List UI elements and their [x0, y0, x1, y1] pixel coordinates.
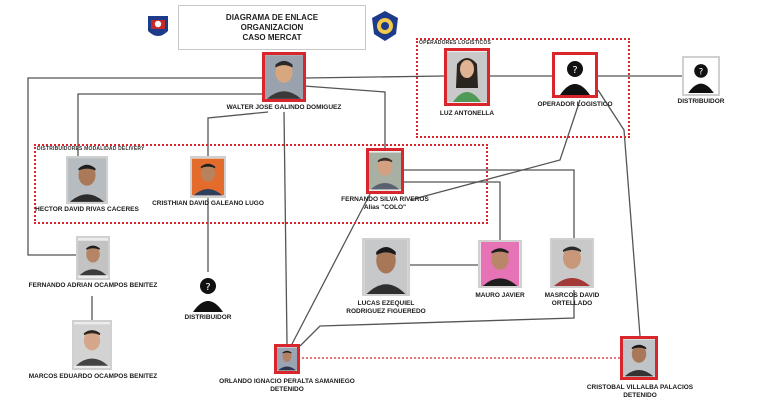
mauro-photo: [478, 240, 522, 288]
cristobal-photo: [620, 336, 658, 380]
luz-label: LUZ ANTONELLA: [439, 110, 495, 117]
fernando-adrian-label: FERNANDO ADRIAN OCAMPOS BENITEZ: [28, 282, 158, 289]
orlando-name: ORLANDO IGNACIO PERALTA SAMANIEGO: [219, 378, 355, 385]
marcos-david-name-2: ORTELLADO: [551, 300, 593, 307]
logistics-group: [416, 38, 630, 138]
fernando-adrian-photo: [76, 236, 110, 280]
svg-text:?: ?: [205, 282, 210, 293]
svg-text:?: ?: [572, 65, 577, 76]
fernando-silva-label: FERNANDO SILVA RIVEROS Alias "COLO": [341, 196, 429, 212]
hector-label: HECTOR DAVID RIVAS CACERES: [35, 206, 139, 213]
luz-photo: [444, 48, 490, 106]
lucas-name-2: RODRIGUEZ FIGUEREDO: [346, 308, 426, 315]
distribuidor-left-photo: ?: [188, 272, 228, 312]
delivery-group-label: DISTRIBUIDORES MODALIDAD DELIVERY: [37, 146, 145, 152]
title-line-3: CASO MERCAT: [242, 32, 302, 42]
orlando-label: ORLANDO IGNACIO PERALTA SAMANIEGO DETENI…: [219, 378, 355, 394]
title-line-2: ORGANIZACION: [240, 22, 304, 32]
fernando-silva-photo: [366, 148, 404, 194]
operador-label: OPERADOR LOGISTICO: [537, 101, 613, 108]
distribuidor-right-label: DISTRIBUIDOR: [677, 98, 725, 105]
lucas-name-1: LUCAS EZEQUIEL: [357, 300, 415, 307]
walter-label: WALTER JOSE GALINDO DOMIGUEZ: [226, 104, 342, 111]
cristobal-name: CRISTOBAL VILLALBA PALACIOS: [586, 384, 694, 391]
cristobal-label: CRISTOBAL VILLALBA PALACIOS DETENIDO: [587, 384, 693, 400]
lucas-photo: [362, 238, 410, 296]
marcos-eduardo-photo: [72, 320, 112, 370]
marcos-david-name-1: MASRCOS DAVID: [544, 292, 600, 299]
cristhian-photo: [190, 156, 226, 198]
fernando-silva-alias: Alias "COLO": [363, 204, 407, 211]
antidrug-badge-icon: [370, 10, 400, 42]
orlando-photo: [274, 344, 300, 374]
walter-photo: [262, 52, 306, 102]
svg-text:?: ?: [699, 67, 704, 77]
lucas-label: LUCAS EZEQUIEL RODRIGUEZ FIGUEREDO: [346, 300, 425, 316]
distribuidor-right-photo: ?: [682, 56, 720, 96]
marcos-eduardo-label: MARCOS EDUARDO OCAMPOS BENITEZ: [28, 373, 158, 380]
marcos-david-photo: [550, 238, 594, 288]
logistics-group-label: OPERADORES LOGISTICOS: [419, 40, 491, 46]
police-shield-icon: [145, 13, 171, 43]
mauro-label: MAURO JAVIER: [475, 292, 525, 299]
orlando-status: DETENIDO: [270, 386, 304, 393]
distribuidor-left-label: DISTRIBUIDOR: [184, 314, 232, 321]
title-line-1: DIAGRAMA DE ENLACE: [225, 12, 319, 22]
cristhian-label: CRISTHIAN DAVID GALEANO LUGO: [152, 200, 264, 207]
operador-photo: ?: [552, 52, 598, 98]
delivery-group: [34, 144, 488, 224]
hector-photo: [66, 156, 108, 204]
marcos-david-label: MASRCOS DAVID ORTELLADO: [545, 292, 600, 308]
fernando-silva-name: FERNANDO SILVA RIVEROS: [341, 196, 429, 203]
cristobal-status: DETENIDO: [623, 392, 657, 399]
diagram-title-box: DIAGRAMA DE ENLACE ORGANIZACION CASO MER…: [178, 5, 366, 50]
